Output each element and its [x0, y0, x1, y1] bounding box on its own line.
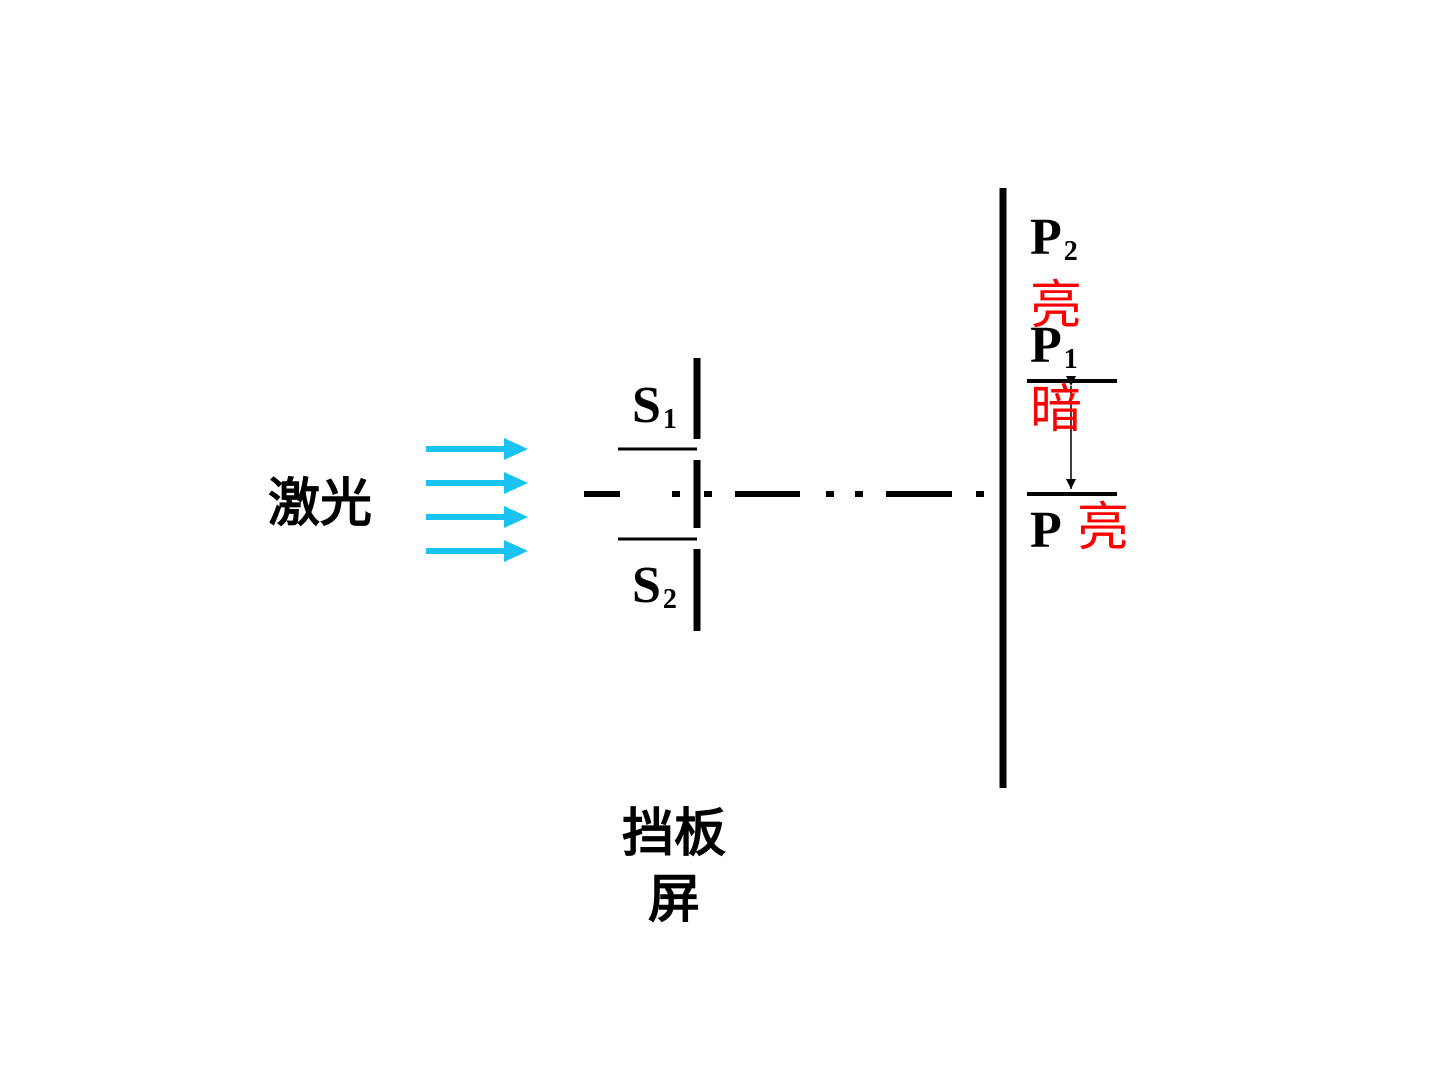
p2-main: P — [1030, 209, 1062, 266]
p2-bright-label: 亮 — [1030, 276, 1083, 336]
screen-label: 屏 — [648, 870, 701, 930]
p-bright-label: 亮 — [1077, 498, 1130, 558]
p1-main: P — [1030, 317, 1062, 374]
laser-arrows — [426, 438, 528, 562]
s1-sub: 1 — [662, 404, 677, 435]
barrier — [618, 358, 701, 631]
laser-arrow — [426, 540, 528, 562]
s2-sub: 2 — [662, 584, 677, 615]
barrier-label: 挡板 — [622, 804, 727, 864]
s2-main: S — [632, 557, 661, 614]
p1-sub: 1 — [1063, 344, 1078, 375]
p1-dark-label: 暗 — [1030, 380, 1083, 440]
slit-s1-label: S1 — [632, 380, 677, 434]
point-p2-label: P2 — [1030, 212, 1078, 266]
laser-label: 激光 — [268, 474, 373, 534]
point-p1-label: P1 — [1030, 320, 1078, 374]
slit-s2-label: S2 — [632, 560, 677, 614]
laser-arrow — [426, 438, 528, 460]
point-p-label: P — [1030, 502, 1062, 559]
laser-arrow — [426, 472, 528, 494]
p2-sub: 2 — [1063, 236, 1078, 267]
laser-arrow — [426, 506, 528, 528]
s1-main: S — [632, 377, 661, 434]
